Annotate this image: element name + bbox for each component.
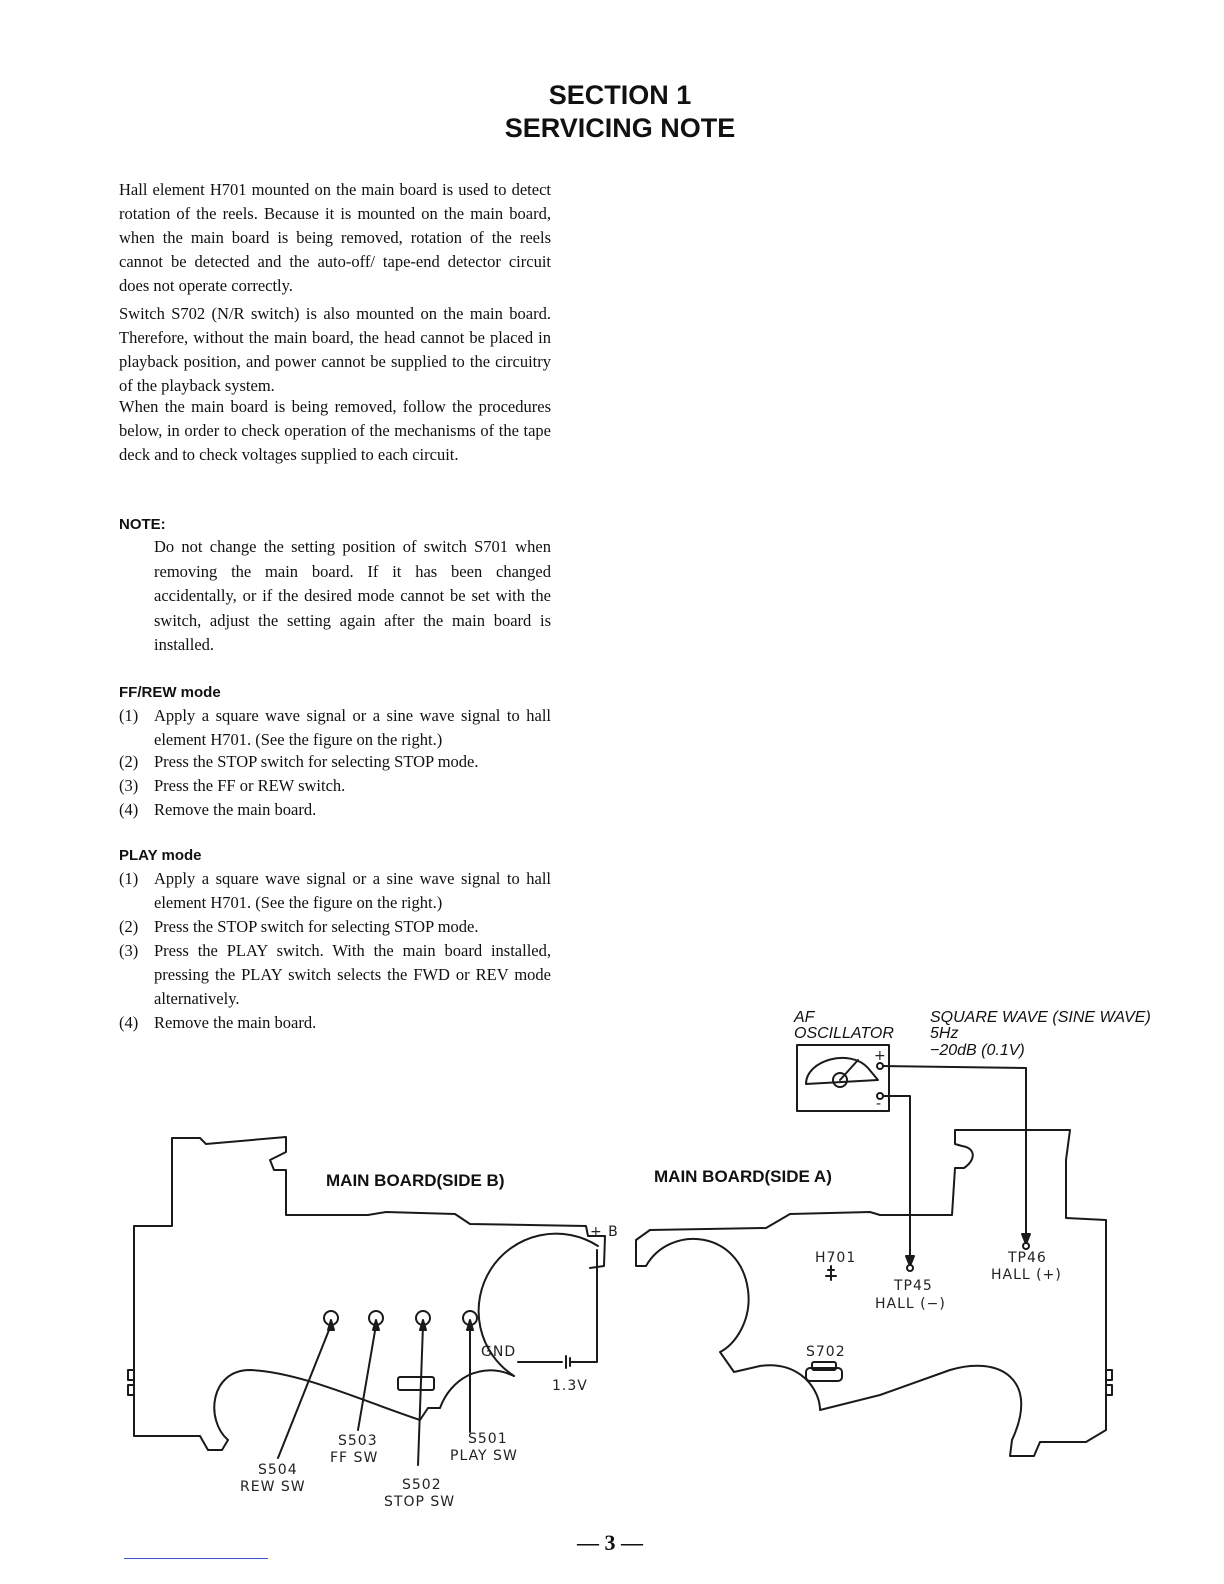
- step-text: Press the FF or REW switch.: [154, 776, 346, 795]
- step-text: Remove the main board.: [154, 800, 317, 819]
- note-heading: NOTE:: [119, 516, 166, 533]
- step-number: (3): [119, 941, 139, 960]
- ffrew-step: (2) Press the STOP switch for selecting …: [119, 750, 551, 774]
- section-number: SECTION 1: [548, 80, 692, 110]
- play-step: (3) Press the PLAY switch. With the main…: [119, 939, 551, 1011]
- step-text: Press the STOP switch for selecting STOP…: [154, 917, 479, 936]
- step-number: (4): [119, 800, 139, 819]
- intro-paragraph-3: When the main board is being removed, fo…: [119, 397, 551, 464]
- tp46-label: TP46: [1007, 1250, 1047, 1266]
- s502-label: S502: [402, 1477, 442, 1493]
- side-b-title: MAIN BOARD(SIDE B): [326, 1171, 505, 1190]
- step-number: (1): [119, 706, 139, 725]
- board-side-a-outline: [649, 1129, 1107, 1457]
- step-number: (2): [119, 917, 139, 936]
- minus-terminal: -: [876, 1096, 882, 1112]
- play-heading: PLAY mode: [119, 847, 202, 864]
- h701-label: H701: [815, 1250, 856, 1266]
- switch-s702: [805, 1367, 843, 1382]
- intro-paragraph-2: Switch S702 (N/R switch) is also mounted…: [119, 304, 551, 395]
- step-number: (2): [119, 752, 139, 771]
- s504-name: REW SW: [240, 1479, 306, 1495]
- side-a-title: MAIN BOARD(SIDE A): [654, 1167, 832, 1186]
- s501-name: PLAY SW: [450, 1448, 518, 1464]
- play-step: (4) Remove the main board.: [119, 1011, 551, 1035]
- tp45-label: TP45: [893, 1278, 933, 1294]
- oscillator-label: OSCILLATOR: [794, 1025, 894, 1042]
- signal-level-label: −20dB (0.1V): [930, 1042, 1025, 1059]
- s503-name: FF SW: [330, 1450, 378, 1466]
- signal-frequency-label: 5Hz: [930, 1025, 958, 1042]
- plus-terminal: +: [874, 1048, 887, 1064]
- s504-label: S504: [258, 1462, 298, 1478]
- play-step: (2) Press the STOP switch for selecting …: [119, 915, 551, 939]
- signal-type-label: SQUARE WAVE (SINE WAVE): [930, 1009, 1151, 1026]
- plus-b-label: + B: [590, 1224, 619, 1240]
- ffrew-step: (3) Press the FF or REW switch.: [119, 774, 551, 798]
- oscillator-box: [796, 1044, 890, 1112]
- step-text: Press the PLAY switch. With the main boa…: [154, 941, 551, 1008]
- step-text: Apply a square wave signal or a sine wav…: [154, 706, 551, 749]
- s501-label: S501: [468, 1431, 508, 1447]
- play-step: (1) Apply a square wave signal or a sine…: [119, 867, 551, 915]
- step-text: Press the STOP switch for selecting STOP…: [154, 752, 479, 771]
- ffrew-heading: FF/REW mode: [119, 684, 221, 701]
- board-side-b-lower-edge: [213, 1369, 515, 1441]
- page-number: — 3 —: [577, 1530, 643, 1555]
- s702-label: S702: [806, 1344, 846, 1360]
- page-title: SERVICING NOTE: [504, 113, 736, 143]
- step-number: (3): [119, 776, 139, 795]
- tp46-name: HALL (+): [991, 1267, 1062, 1283]
- step-text: Apply a square wave signal or a sine wav…: [154, 869, 551, 912]
- ffrew-step: (1) Apply a square wave signal or a sine…: [119, 704, 551, 752]
- tp45-name: HALL (−): [875, 1296, 946, 1312]
- board-side-b-outline: [133, 1136, 606, 1451]
- note-body: Do not change the setting position of sw…: [154, 537, 551, 654]
- footer-rule: [124, 1558, 268, 1559]
- oscillator-label: AF: [793, 1009, 816, 1026]
- ffrew-step: (4) Remove the main board.: [119, 798, 551, 822]
- s502-name: STOP SW: [384, 1494, 455, 1510]
- step-text: Remove the main board.: [154, 1013, 317, 1032]
- intro-paragraph-1: Hall element H701 mounted on the main bo…: [119, 180, 551, 295]
- gnd-label: GND: [481, 1344, 516, 1360]
- step-number: (4): [119, 1013, 139, 1032]
- s503-label: S503: [338, 1433, 378, 1449]
- step-number: (1): [119, 869, 139, 888]
- voltage-label: 1.3V: [552, 1378, 588, 1394]
